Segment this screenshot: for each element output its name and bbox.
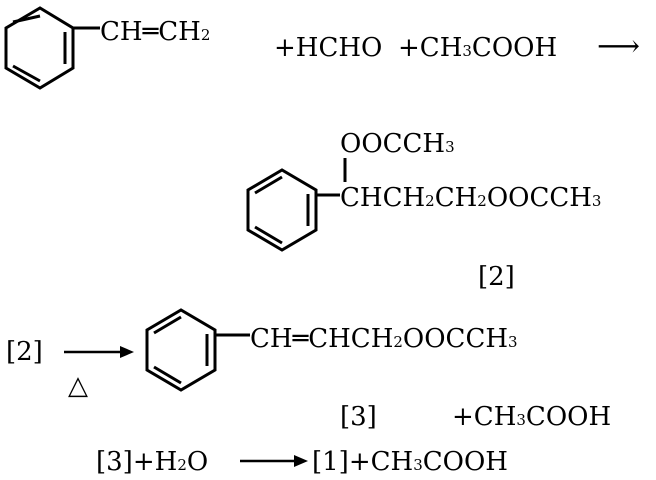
reaction3-reactants: [3]+H2O: [96, 447, 208, 477]
product2-chain: CHCH2CH2OOCCH3: [340, 183, 601, 213]
heat-symbol-icon: △: [68, 371, 88, 401]
reaction1-arrow: ⟶: [597, 29, 640, 64]
acetoxy-substituent: OOCCH3: [340, 129, 455, 159]
benzene-ring-icon: [4, 6, 75, 90]
styrene-molecule: CH═CH2: [4, 6, 210, 90]
subscript: 2: [201, 26, 211, 44]
benzene-ring-icon: [145, 308, 217, 392]
reagent-formaldehyde: +HCHO: [274, 33, 382, 63]
product3-chain: CH═CHCH2OOCCH3: [250, 324, 518, 354]
reaction3-arrow: [240, 455, 308, 467]
double-bond-symbol: ═: [142, 17, 159, 47]
product2-molecule: OOCCH3 CHCH2CH2OOCCH3 [2]: [246, 129, 601, 292]
heat-arrow: [64, 346, 134, 358]
styrene-ch-label: CH: [100, 17, 143, 47]
product3-molecule: CH═CHCH2OOCCH3: [145, 308, 518, 392]
styrene-ch2-label: CH: [158, 17, 201, 47]
reagent-acetic-acid: +CH3COOH: [398, 33, 557, 63]
benzene-ring-icon: [246, 168, 318, 252]
reaction3-products: [1]+CH3COOH: [312, 447, 508, 477]
product2-label: [2]: [478, 262, 515, 292]
reaction2-reactant-label: [2]: [6, 337, 43, 367]
reaction2-byproduct: +CH3COOH: [452, 402, 611, 432]
product3-label: [3]: [340, 402, 377, 432]
svg-text:CH═CH2: CH═CH2: [100, 17, 210, 47]
